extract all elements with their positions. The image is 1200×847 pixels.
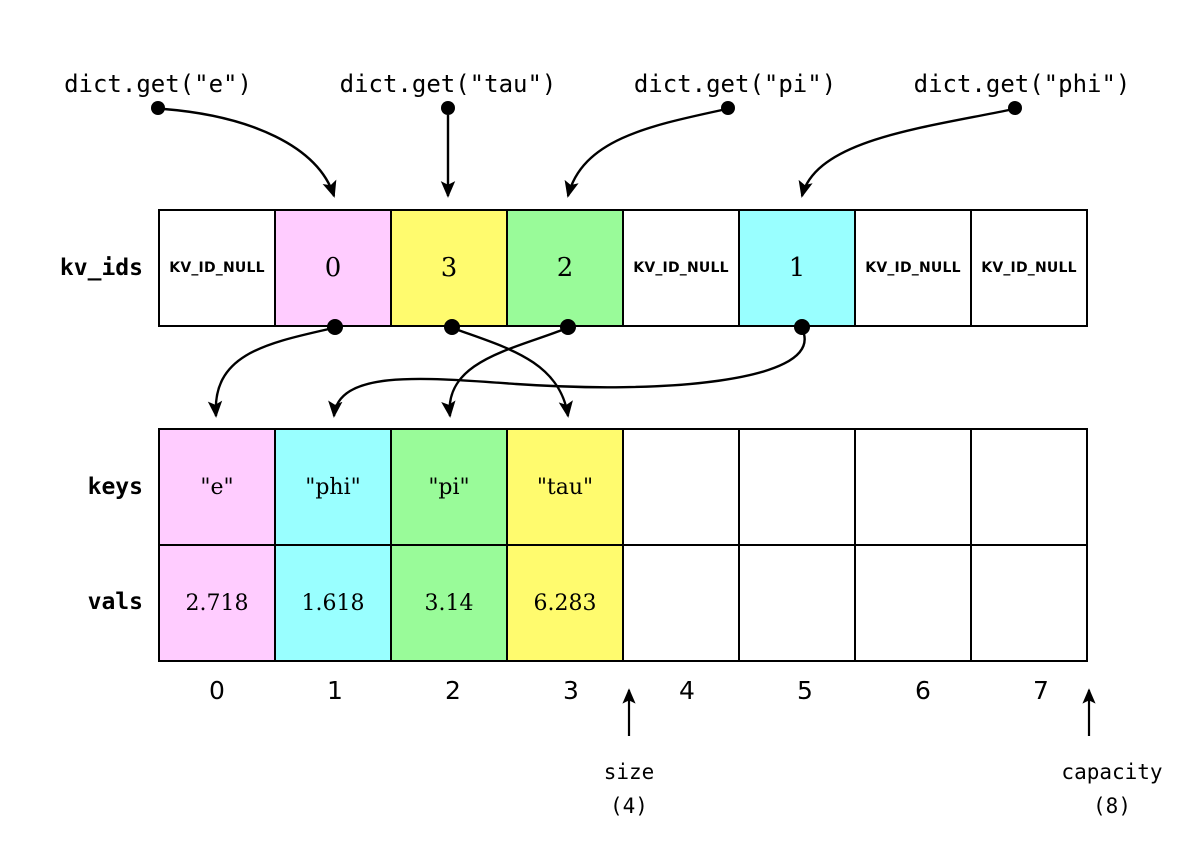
kv-ids-cell-0[interactable]: KV_ID_NULL <box>158 209 276 327</box>
index-tick-2: 2 <box>445 676 461 705</box>
row-label-kv-ids: kv_ids <box>59 255 143 281</box>
row-label-vals: vals <box>87 589 143 615</box>
kv-ids-cell-5[interactable]: 1 <box>738 209 856 327</box>
connector-get-tau <box>440 101 456 198</box>
vals-cell-6[interactable] <box>854 544 972 662</box>
vals-cell-2[interactable]: 3.14 <box>390 544 508 662</box>
connector-slot5-to-key1 <box>328 319 810 418</box>
keys-cell-7[interactable] <box>970 428 1088 546</box>
index-tick-6: 6 <box>915 676 931 705</box>
connector-path-get-e <box>163 107 337 198</box>
vals-cell-5[interactable] <box>738 544 856 662</box>
connector-get-phi <box>798 101 1022 198</box>
array-vals: 2.718 1.618 3.14 6.283 <box>158 544 1088 662</box>
kv-ids-cell-3[interactable]: 2 <box>506 209 624 327</box>
index-tick-3: 3 <box>563 676 579 705</box>
connector-path-get-phi <box>798 108 1010 198</box>
index-tick-4: 4 <box>679 676 695 705</box>
index-tick-1: 1 <box>327 676 343 705</box>
kv-ids-cell-2[interactable]: 3 <box>390 209 508 327</box>
annotation-size-value: (4) <box>610 794 648 818</box>
keys-cell-1[interactable]: "phi" <box>274 428 392 546</box>
connector-dot-get-pi <box>721 101 735 115</box>
annotation-size: size (4) <box>604 760 655 818</box>
array-keys: "e" "phi" "pi" "tau" <box>158 428 1088 546</box>
connector-dot-get-tau <box>441 101 455 115</box>
keys-cell-3[interactable]: "tau" <box>506 428 624 546</box>
connector-path-slot3-key2 <box>441 328 563 418</box>
connector-dot-get-e <box>151 101 165 115</box>
kv-ids-cell-6[interactable]: KV_ID_NULL <box>854 209 972 327</box>
kv-ids-cell-7[interactable]: KV_ID_NULL <box>970 209 1088 327</box>
keys-cell-2[interactable]: "pi" <box>390 428 508 546</box>
array-kv-ids: KV_ID_NULL 0 3 2 KV_ID_NULL 1 KV_ID_NULL… <box>158 209 1088 327</box>
annotation-capacity-value: (8) <box>1093 794 1131 818</box>
kv-ids-cell-1[interactable]: 0 <box>274 209 392 327</box>
annotation-capacity: capacity (8) <box>1061 760 1162 818</box>
vals-cell-4[interactable] <box>622 544 740 662</box>
vals-cell-7[interactable] <box>970 544 1088 662</box>
row-label-keys: keys <box>87 474 143 500</box>
index-tick-5: 5 <box>797 676 813 705</box>
call-label-get-pi: dict.get("pi") <box>633 70 837 98</box>
connector-dot-get-phi <box>1008 101 1022 115</box>
keys-cell-4[interactable] <box>622 428 740 546</box>
index-tick-0: 0 <box>209 676 225 705</box>
vals-cell-1[interactable]: 1.618 <box>274 544 392 662</box>
keys-cell-6[interactable] <box>854 428 972 546</box>
connector-slot2-to-key3 <box>444 319 573 418</box>
annotation-capacity-label: capacity <box>1061 760 1163 784</box>
vals-cell-0[interactable]: 2.718 <box>158 544 276 662</box>
connector-get-pi <box>564 101 735 198</box>
vals-cell-3[interactable]: 6.283 <box>506 544 624 662</box>
connector-slot1-to-key0 <box>207 319 343 418</box>
keys-cell-5[interactable] <box>738 428 856 546</box>
connector-path-get-pi <box>564 108 723 198</box>
kv-ids-cell-4[interactable]: KV_ID_NULL <box>622 209 740 327</box>
connector-path-slot2-key3 <box>457 328 573 418</box>
connector-path-slot1-key0 <box>207 327 330 418</box>
call-label-get-e: dict.get("e") <box>64 70 252 98</box>
connector-path-slot5-key1 <box>328 333 806 418</box>
connector-slot3-to-key2 <box>441 319 576 418</box>
annotation-size-label: size <box>603 760 655 784</box>
call-label-get-phi: dict.get("phi") <box>913 70 1131 98</box>
keys-cell-0[interactable]: "e" <box>158 428 276 546</box>
connector-get-e <box>151 101 337 198</box>
call-label-get-tau: dict.get("tau") <box>339 70 557 98</box>
index-tick-7: 7 <box>1033 676 1049 705</box>
